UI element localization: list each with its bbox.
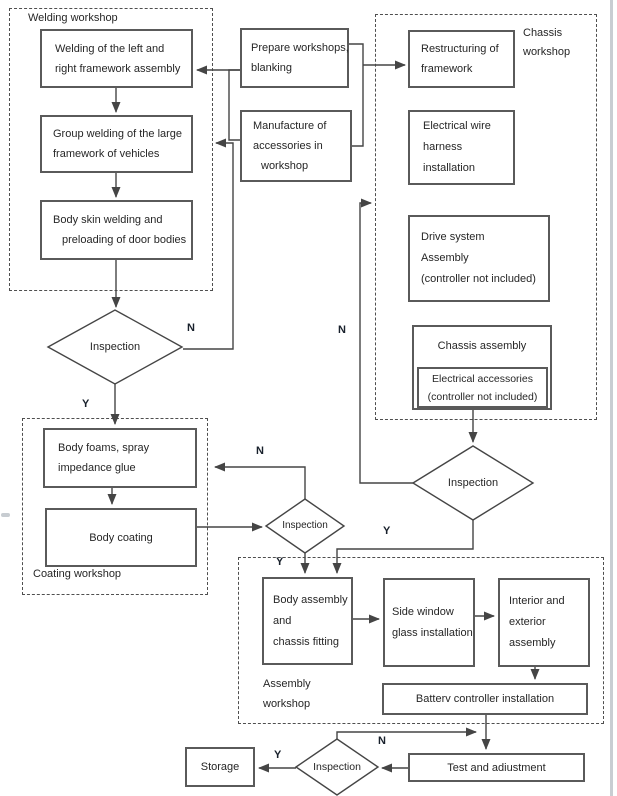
box-text-line: exterior [509, 616, 546, 628]
box-restructuring-framework: Restructuring of framework [408, 30, 515, 88]
workshop-label-line: Coating workshop [33, 568, 122, 580]
box-text-line: Body foams, spray [58, 442, 150, 454]
workshop-label-line: workshop [263, 698, 311, 710]
box-text-line: framework [421, 63, 473, 75]
branch-label-y-inspection1: Y [82, 398, 90, 410]
workshop-label-line: workshop [523, 46, 571, 58]
branch-label-y-inspection2: Y [276, 556, 284, 568]
box-text-line: Batterv controller installation [415, 693, 555, 705]
decision-label-inspection-2: Inspection [282, 520, 328, 531]
box-group-welding: Group welding of the large framework of v… [40, 115, 193, 173]
box-text-line: Restructuring of [421, 43, 499, 55]
decision-label-inspection-3: Inspection [447, 477, 499, 489]
box-text-line: blanking [251, 62, 292, 74]
connector-inspection4-no-return [336, 727, 477, 739]
box-text-line: Electrical accessories [432, 372, 533, 385]
decision-label-inspection-4: Inspection [313, 761, 361, 773]
box-text-line: Group welding of the large [53, 128, 183, 140]
box-interior-exterior: Interior and exterior assembly [498, 578, 590, 667]
box-text-line: Prepare workshops, [251, 42, 349, 54]
box-text-line: Drive system [421, 231, 485, 243]
box-text-line: Chassis assembly [437, 340, 527, 352]
workshop-label-line: Chassis [523, 27, 563, 39]
connector-inspection2-no-return [214, 462, 306, 499]
box-text-line: impedance glue [58, 462, 136, 474]
workshop-label-chassis: Chassis workshop [523, 24, 570, 62]
workshop-label-assembly: Assembly workshop [263, 674, 311, 714]
box-electrical-wire-harness: Electrical wire harness installation [408, 110, 515, 185]
box-text-line: Welding of the left and [55, 42, 165, 55]
box-text-line: right framework assembly [55, 62, 181, 75]
box-body-skin-welding: Body skin welding and preloading of door … [40, 200, 193, 260]
box-test-adjustment: Test and adiustment [408, 753, 585, 782]
box-text-line: preloading of door bodies [62, 234, 187, 246]
box-storage: Storage [185, 747, 255, 787]
box-body-foams: Body foams, spray impedance glue [43, 428, 197, 488]
box-prepare-workshops: Prepare workshops, blanking [240, 28, 349, 88]
box-text-line: (controller not included) [421, 273, 536, 285]
box-weld-lr-framework: Welding of the left and right framework a… [40, 29, 193, 88]
box-text-line: glass installation [392, 626, 473, 639]
box-text-line: Body skin welding and [53, 214, 163, 226]
box-body-coating: Body coating [45, 508, 197, 567]
branch-label-y-inspection4: Y [274, 749, 282, 761]
workshop-label-line: Welding workshop [28, 12, 118, 24]
page-right-border [610, 0, 613, 796]
workshop-label-welding: Welding workshop [28, 10, 118, 26]
workshop-label-coating: Coating workshop [33, 566, 121, 582]
box-text-line: Electrical wire [423, 120, 491, 132]
box-text-line: accessories in [253, 140, 323, 152]
box-text-line: assembly [509, 637, 556, 649]
branch-label-n-inspection1: N [187, 322, 195, 334]
box-electrical-accessories: Electrical accessories (controller not in… [417, 367, 548, 408]
box-text-line: harness [423, 141, 463, 153]
box-text-line: Body assembly [273, 593, 348, 606]
box-text-line: and [273, 614, 292, 627]
branch-label-n-inspection2: N [256, 445, 264, 457]
box-text-line: (controller not included) [427, 390, 538, 403]
box-text-line: Manufacture of [253, 120, 327, 132]
box-battery-controller: Batterv controller installation [382, 683, 588, 715]
decision-label-inspection-1: Inspection [89, 341, 141, 353]
connector-bracket-left [228, 69, 240, 141]
box-text-line: installation [423, 162, 475, 174]
box-text-line: Test and adiustment [447, 761, 546, 774]
box-text-line: Assembly [421, 252, 469, 264]
box-text-line: Interior and [509, 595, 565, 607]
box-text-line: framework of vehicles [53, 148, 160, 160]
left-edge-artifact [1, 513, 10, 517]
branch-label-n-inspection3: N [338, 324, 346, 336]
box-text-line: Body coating [89, 531, 153, 544]
branch-label-y-inspection3: Y [383, 525, 391, 537]
box-text-line: workshop [261, 160, 309, 172]
box-body-assembly-fitting: Body assembly and chassis fitting [262, 577, 353, 665]
box-side-window-glass: Side window glass installation [383, 578, 475, 667]
workshop-label-line: Assembly [263, 678, 311, 690]
box-text-line: Side window [392, 605, 454, 618]
box-text-line: chassis fitting [273, 635, 340, 648]
box-manufacture-accessories: Manufacture of accessories in workshop [240, 110, 352, 182]
box-text-line: Storage [200, 761, 240, 773]
branch-label-n-inspection4: N [378, 735, 386, 747]
